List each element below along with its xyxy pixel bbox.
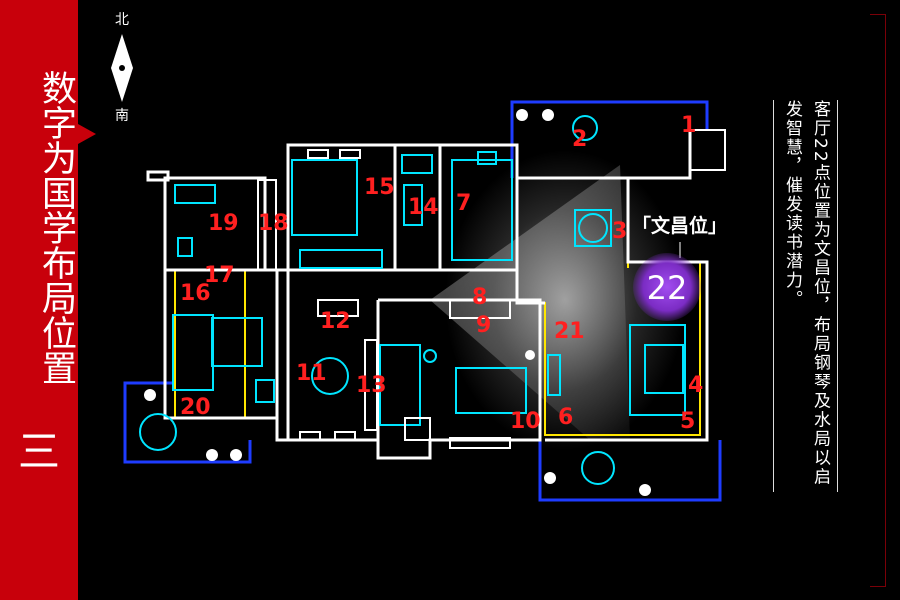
position-badge bbox=[633, 253, 701, 321]
wenchang-annotation: 「文昌位」 22 bbox=[632, 214, 727, 321]
room-number: 1 bbox=[681, 113, 696, 138]
room-number: 13 bbox=[356, 373, 387, 398]
room-number: 19 bbox=[208, 211, 239, 236]
furniture-fixtures bbox=[139, 115, 686, 485]
room-number: 14 bbox=[408, 195, 439, 220]
room-number: 4 bbox=[688, 373, 703, 398]
compass: 北 南 bbox=[111, 12, 133, 124]
room-number: 20 bbox=[180, 395, 211, 420]
room-number: 10 bbox=[510, 409, 541, 434]
room-number: 7 bbox=[456, 191, 471, 216]
sidebar-pointer bbox=[78, 124, 96, 144]
note-box: 客厅22点位置为文昌位，布局钢琴及水局以启发智慧，催发读书潜力。 bbox=[773, 100, 838, 492]
plant-icons bbox=[144, 109, 651, 496]
room-number: 16 bbox=[180, 281, 211, 306]
room-number: 12 bbox=[320, 309, 351, 334]
frame-line bbox=[885, 14, 886, 586]
frame-line-top bbox=[870, 14, 886, 15]
wenchang-label: 「文昌位」 bbox=[632, 214, 727, 237]
room-number: 21 bbox=[554, 319, 585, 344]
room-number: 2 bbox=[572, 127, 587, 152]
position-badge-number: 22 bbox=[647, 269, 688, 307]
balcony-outlines bbox=[123, 100, 722, 502]
room-number: 17 bbox=[204, 263, 235, 288]
room-number: 18 bbox=[258, 211, 289, 236]
sidebar-title: 数字为国学布局位置 bbox=[36, 70, 76, 385]
frame-line-bottom bbox=[870, 586, 886, 587]
room-number: 15 bbox=[364, 175, 395, 200]
room-number: 3 bbox=[612, 219, 627, 244]
door-window-details bbox=[257, 129, 726, 449]
room-number: 5 bbox=[680, 409, 695, 434]
room-number: 9 bbox=[476, 313, 491, 338]
compass-north-label: 北 bbox=[115, 12, 129, 28]
room-number-labels: 1 2 3 4 5 6 7 8 9 10 11 12 13 14 15 16 1… bbox=[180, 113, 703, 434]
sidebar: 数字为国学布局位置 三 bbox=[0, 0, 78, 600]
sidebar-section-number: 三 bbox=[17, 427, 60, 476]
note-text: 客厅22点位置为文昌位，布局钢琴及水局以启发智慧，催发读书潜力。 bbox=[782, 100, 830, 487]
compass-south-label: 南 bbox=[115, 108, 129, 124]
walls bbox=[146, 130, 709, 460]
room-number: 8 bbox=[472, 285, 487, 310]
room-number: 6 bbox=[558, 405, 573, 430]
room-number: 11 bbox=[296, 361, 327, 386]
